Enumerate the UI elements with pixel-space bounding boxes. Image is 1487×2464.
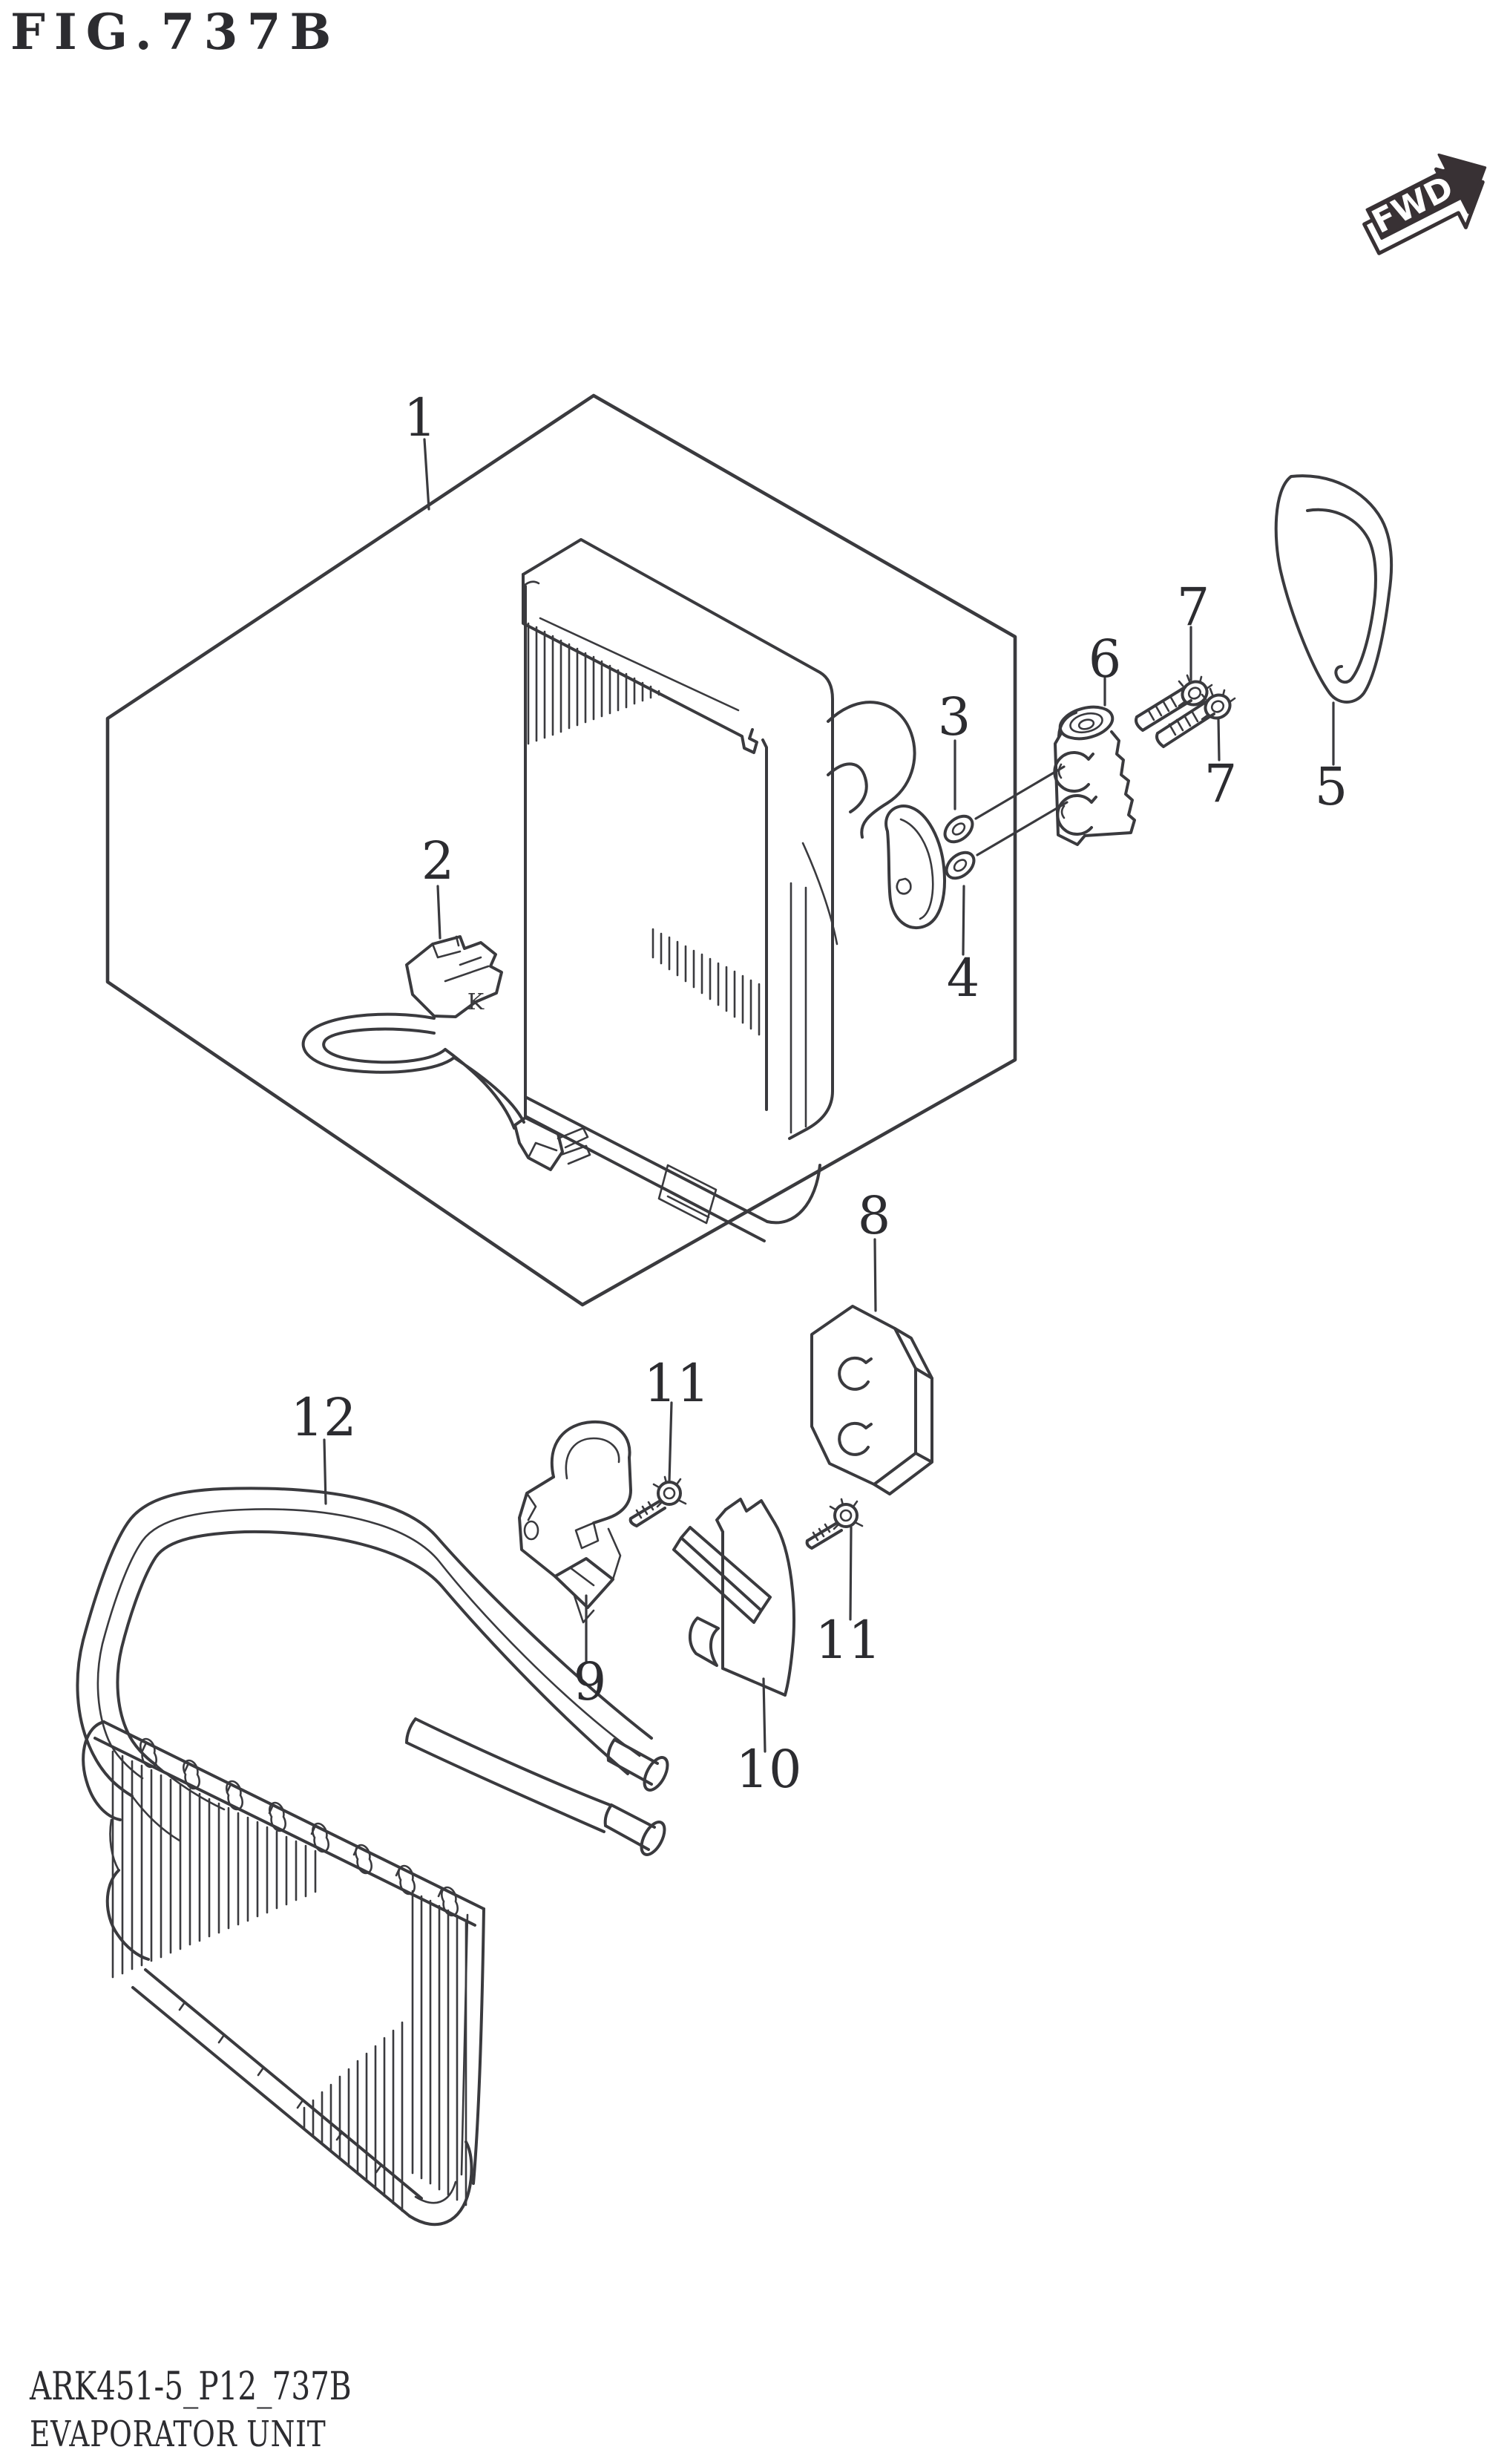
core-fins-upper <box>527 622 660 745</box>
leader-lines <box>323 438 1335 1753</box>
o-ring-4 <box>945 851 976 880</box>
leader-part-7b <box>1217 717 1221 761</box>
part-label-1: 1 <box>404 387 437 448</box>
part-label-9: 9 <box>574 1651 607 1712</box>
leader-part-11b <box>849 1526 853 1621</box>
screw-11-left <box>628 1475 687 1527</box>
footer-code: ARK451-5_P12_737B <box>30 2365 352 2409</box>
part-label-12: 12 <box>290 1387 356 1448</box>
leader-part-2 <box>436 885 441 940</box>
leader-part-8 <box>873 1238 877 1312</box>
clamp-9 <box>518 1420 632 1624</box>
leader-part-11a <box>668 1401 673 1483</box>
leader-part-4 <box>962 885 965 956</box>
part-label-6: 6 <box>1089 629 1122 689</box>
leader-part-10 <box>762 1677 767 1753</box>
connector-k-marking: K <box>467 989 485 1015</box>
part-label-4: 4 <box>947 948 980 1009</box>
screw-11-right <box>805 1498 864 1550</box>
part-label-5: 5 <box>1315 756 1348 817</box>
pipe-stub-lower <box>603 1803 656 1851</box>
part-label-10: 10 <box>735 1739 801 1800</box>
part-label-11-left: 11 <box>643 1353 709 1414</box>
part-label-8: 8 <box>858 1185 891 1246</box>
part-label-7-upper: 7 <box>1177 577 1210 638</box>
leader-part-1 <box>423 438 430 511</box>
seal-ring <box>1274 474 1394 704</box>
core-suction-pipe <box>827 701 916 839</box>
expansion-valve <box>1053 705 1136 846</box>
bolt-7-upper <box>1135 674 1213 732</box>
thermistor-harness: K <box>301 935 591 1171</box>
part-label-2: 2 <box>421 830 455 891</box>
fwd-arrow-icon: FWD <box>1362 153 1487 255</box>
pipe-flange <box>884 805 946 929</box>
leader-ring4-to-valve <box>976 801 1069 856</box>
part-label-11-right: 11 <box>815 1610 881 1671</box>
core-unit-12 <box>76 1487 669 2227</box>
harness-plug <box>513 1116 564 1171</box>
figure-title: FIG.737B <box>10 3 341 61</box>
bracket-8 <box>810 1305 933 1495</box>
core-fins-lower <box>651 928 761 1036</box>
cover-10 <box>672 1498 795 1697</box>
evaporator-core <box>522 538 946 1242</box>
o-ring-3 <box>943 814 974 844</box>
bolt-7-lower <box>1155 687 1236 748</box>
footer-caption: EVAPORATOR UNIT <box>30 2414 326 2455</box>
evaporator-assembly-box <box>105 393 1017 1307</box>
leader-part-12 <box>323 1438 327 1505</box>
part-label-7-lower: 7 <box>1204 753 1238 814</box>
leader-ring3-to-valve <box>974 765 1066 820</box>
part-label-3: 3 <box>938 687 971 747</box>
